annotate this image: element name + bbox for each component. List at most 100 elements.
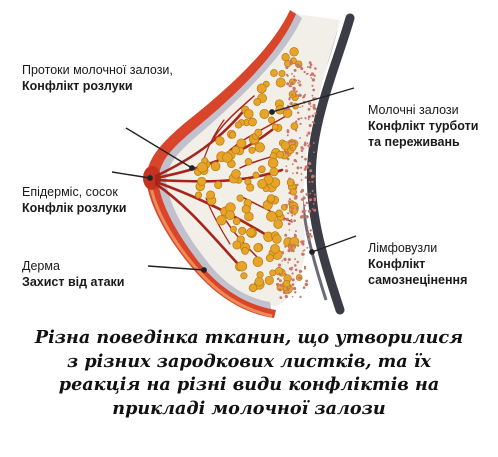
pointer-lines [111, 87, 357, 273]
lobule [282, 279, 291, 288]
lobule [197, 161, 208, 173]
label-epidermis: Епідерміс, сосок Конфлік розлуки [22, 184, 126, 216]
lymph-dot [308, 232, 312, 236]
lobule [289, 47, 299, 57]
lymph-dot [297, 276, 301, 280]
lymph-dot [285, 65, 289, 70]
lobule [248, 117, 257, 127]
lymph-dot [300, 117, 303, 120]
lobule [236, 260, 248, 272]
lymph-dot [293, 68, 297, 72]
label-glands-title: Молочні залози [368, 103, 459, 117]
lymph-dot [284, 151, 289, 155]
label-epidermis-title: Епідерміс, сосок [22, 185, 118, 199]
lymph-dot [308, 237, 311, 241]
lobule [214, 180, 223, 190]
lobule [225, 210, 235, 221]
lobule [240, 272, 248, 280]
lymph-dot [287, 247, 290, 249]
lymph-dot [300, 240, 303, 244]
lymph-dot [305, 231, 308, 234]
lymph-dot [291, 147, 294, 150]
lymph-dot [276, 282, 280, 287]
lymph-dot [284, 245, 287, 248]
lymph-dot [287, 261, 289, 264]
lobule [206, 190, 216, 200]
lymph-dot [303, 167, 307, 171]
lymph-dot [285, 203, 288, 207]
lymph-dot [294, 291, 297, 294]
lymph-dot [314, 67, 317, 70]
lymph-dot [294, 264, 297, 267]
lymph-dot [307, 209, 312, 213]
label-derma: Дерма Захист від атаки [22, 258, 125, 290]
lymph-dot [312, 203, 315, 205]
lymph-dot [306, 66, 309, 68]
lymph-dot [292, 181, 295, 184]
label-glands-conflict-1: Конфлікт турботи [368, 119, 479, 133]
lobule [273, 219, 283, 229]
lymph-dot [302, 250, 304, 252]
lymph-dot [300, 146, 304, 149]
lymph-dot [314, 107, 317, 111]
label-lymph-title: Лімфовузли [368, 241, 438, 255]
lymph-dot [311, 190, 314, 192]
lymph-dot [295, 207, 298, 210]
label-lymph-conflict-2: самознецінення [368, 273, 468, 287]
lymph-dot [308, 124, 312, 127]
lymph-dot [290, 81, 294, 85]
dermis-layer [152, 12, 302, 312]
lymph-dot [297, 79, 300, 82]
lymph-dot [313, 197, 317, 200]
lymph-dot [291, 266, 294, 269]
lobule [266, 211, 277, 222]
lymph-dot [304, 204, 307, 207]
lobule [215, 136, 225, 146]
lymph-dot [300, 166, 303, 169]
lymph-dot [287, 249, 291, 253]
lymph-dot [294, 268, 298, 272]
lymph-dot [312, 103, 316, 107]
lymph-dot [307, 131, 311, 135]
lymph-dot [304, 93, 307, 96]
lymph-dot [303, 143, 307, 147]
lymph-dot [314, 112, 317, 115]
lobule [256, 271, 264, 279]
lymph-nodes [276, 59, 317, 299]
lymph-dot [309, 169, 313, 173]
lymph-dot [290, 218, 293, 221]
lymph-dot [288, 267, 292, 271]
lymph-dot [300, 173, 303, 175]
lobule [289, 188, 297, 196]
lymph-dot [302, 286, 306, 289]
lymph-dot [299, 215, 304, 219]
lymph-dot [307, 118, 310, 121]
lymph-dot [289, 140, 292, 143]
lymph-dot [293, 75, 296, 78]
lymph-dot [284, 233, 288, 237]
lymph-dot [306, 246, 309, 249]
caption-line-2: з різних зародкових листків, та їх [66, 350, 431, 372]
lobule [257, 179, 267, 189]
lymph-dot [286, 157, 290, 161]
lymph-dot [290, 140, 294, 143]
lymph-dot [293, 286, 297, 291]
lymph-dot [287, 258, 291, 261]
lymph-dot [301, 210, 305, 214]
lymph-dot [299, 137, 301, 139]
lobule [276, 150, 284, 159]
lymph-dot [296, 63, 300, 67]
lobule [232, 240, 242, 250]
lobule [264, 275, 274, 285]
lymph-dot [295, 90, 298, 93]
lobule [241, 204, 251, 214]
lobule [256, 83, 267, 94]
lymph-dot [291, 72, 293, 75]
lobule [248, 146, 256, 154]
label-glands-conflict-2: та переживань [368, 135, 460, 149]
lymph-dot [310, 72, 315, 76]
lymph-dot [304, 117, 307, 120]
lobule [290, 122, 299, 130]
lobule [238, 226, 247, 235]
